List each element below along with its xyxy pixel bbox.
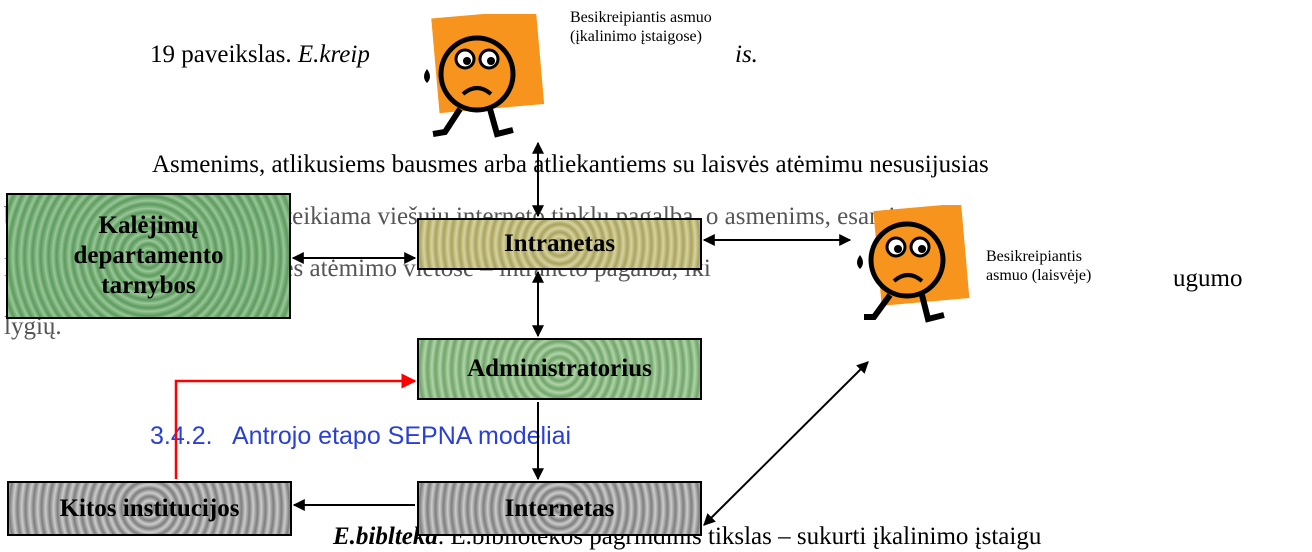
bottom-line: E.biblteka. E.bibliotekos pagrindinis ti… — [333, 522, 1041, 552]
person-top-icon — [424, 14, 545, 138]
bottom-italic: E.bibl — [333, 523, 395, 550]
box-kalejimu-departamentas: Kalėjimų departamento tarnybos — [6, 193, 291, 319]
caption-prefix: 19 paveikslas. — [150, 41, 292, 68]
caption-tail: is. — [735, 40, 758, 70]
person-right-icon — [857, 205, 970, 323]
box-kitos-label: Kitos institucijos — [59, 494, 240, 522]
box-internetas: Internetas — [417, 481, 702, 536]
figure-caption: 19 paveikslas. E.kreip — [150, 40, 370, 70]
box-administratorius-label: Administratorius — [467, 355, 652, 382]
paragraph-line-1: Asmenims, atlikusiems bausmes arba atlie… — [152, 151, 989, 178]
arrow-kitos-admin — [174, 373, 417, 479]
person-top-label: Besikreipiantis asmuo (įkalinimo įstaigo… — [570, 9, 712, 45]
caption-italic: E.kreip — [297, 41, 370, 68]
person-right-label: Besikreipiantis asmuo (laisvėje) — [986, 248, 1092, 284]
section-heading: 3.4.2. Antrojo etapo SEPNA modeliai — [150, 422, 572, 450]
caption-tail-text: is. — [735, 41, 758, 68]
arrow-internetas-person — [703, 361, 869, 526]
box-kitos-institucijos: Kitos institucijos — [7, 481, 292, 536]
paragraph-line-3-tail: ugumo — [1173, 265, 1243, 292]
box-intranetas-label: Intranetas — [503, 230, 616, 257]
box-internetas-label: Internetas — [504, 494, 615, 522]
box-kalejimu-label: Kalėjimų departamento tarnybos — [73, 212, 224, 299]
box-intranetas: Intranetas — [417, 218, 702, 270]
box-administratorius: Administratorius — [417, 338, 702, 400]
